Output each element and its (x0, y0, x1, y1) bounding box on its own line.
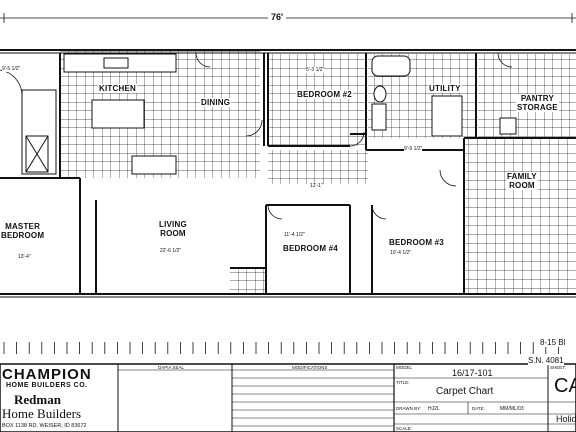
model-label: MODEL (396, 365, 413, 370)
overall-dimension-line (0, 13, 576, 23)
interior-walls (0, 53, 576, 294)
modifications-heading: MODIFICATIONS (292, 365, 328, 370)
dealer-address: BOX 1138 RD. WEISER, ID 83672 (2, 423, 87, 429)
room-label-bedroom4: BEDROOM #4 (282, 244, 339, 253)
title-value: Carpet Chart (436, 386, 494, 397)
dimension-bedroom4: 11'-4 1/2" (284, 232, 305, 238)
dimension-hall2: 12'-1" (310, 183, 323, 189)
dimension-master: 13'-4" (18, 254, 31, 260)
dimension-bedroom3: 10'-4 1/2" (390, 250, 412, 256)
lower-tile-strip (230, 268, 266, 294)
overall-width-label: 76' (268, 12, 287, 22)
room-label-living: LIVING ROOM (158, 220, 188, 238)
modification-rows (232, 377, 394, 427)
room-label-utility: UTILITY (428, 84, 462, 93)
dimension-bedroom2: 5'-3 1/2" (306, 67, 325, 73)
drawn-by-label: DRAWN BY: (396, 406, 422, 411)
model-value: 16/17-101 (452, 368, 493, 378)
drawn-by-value: HJ2L (428, 406, 440, 412)
scale-tick-marks (3, 342, 559, 354)
date-label: DATE: (472, 406, 485, 411)
room-label-bedroom2: BEDROOM #2 (296, 90, 353, 99)
room-label-dining: DINING (200, 98, 232, 107)
dapia-seal-heading: DAPIA SEAL (158, 365, 185, 370)
family-tile-area (464, 138, 576, 293)
bath-fixtures (371, 55, 517, 137)
dimension-hall: 9'-9 1/2" (404, 146, 423, 152)
sheet-value: CA (554, 375, 576, 397)
room-label-kitchen: KITCHEN (98, 84, 137, 93)
hall-tile-area (268, 150, 368, 184)
note-line-2: S.N. 4081 (528, 356, 564, 365)
dimension-living: 22'-6 1/2" (160, 248, 182, 254)
note-line-1: 8-15 Bl (540, 338, 566, 347)
room-label-bedroom3: BEDROOM #3 (388, 238, 445, 247)
dealer-name-1: Redman (14, 392, 61, 407)
company-subtitle: HOME BUILDERS CO. (6, 382, 88, 389)
scale-label: SCALE: (396, 426, 413, 431)
holid-text: Holid (556, 414, 576, 424)
company-name: CHAMPION (2, 366, 92, 383)
room-label-master: MASTER BEDROOM (0, 222, 46, 240)
sheet-label: SHEET: (550, 365, 566, 370)
dimension-topleft: 9'-5 1/2" (2, 66, 21, 72)
room-label-family: FAMILY ROOM (506, 172, 538, 190)
room-label-pantry: PANTRY STORAGE (516, 94, 559, 112)
title-block-frame (0, 363, 576, 432)
title-label: TITLE: (396, 380, 410, 385)
date-value: MM/ML/03 (500, 406, 524, 412)
dealer-name-2: Home Builders (2, 406, 82, 421)
kitchen-fixtures (21, 53, 177, 175)
